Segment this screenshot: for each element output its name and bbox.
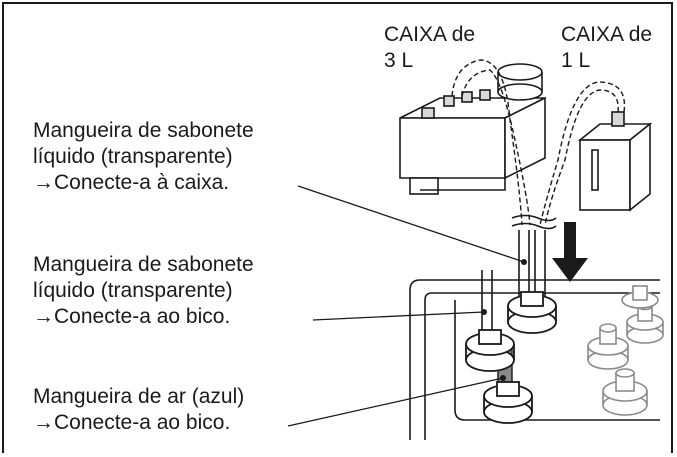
hose-break-marks [511,214,557,230]
down-arrow-icon [552,222,588,282]
box-1l-illustration [577,111,653,212]
spare-nozzles [587,285,664,416]
hoses-from-boxes [451,59,626,226]
box-3l-label-line2: 3 L [384,49,414,72]
box-1l-label: CAIXA de 1 L [561,22,652,74]
callout-soap-hose-to-nozzle: Mangueira de sabonete líquido (transpare… [33,252,254,330]
box-1l-label-line1: CAIXA de [561,23,653,46]
box-3l-illustration [399,63,546,195]
callout-soap-hose-to-box-line1: Mangueira de sabonete [33,119,254,142]
callout-air-hose-to-nozzle-line1: Mangueira de ar (azul) [33,385,245,408]
callout-soap-hose-to-box-line2: líquido (transparente) [33,145,233,168]
box-3l-label: CAIXA de 3 L [384,22,475,74]
box-3l-label-line1: CAIXA de [384,23,476,46]
callout-soap-hose-to-box-line3: →Conecte-a à caixa. [33,171,230,194]
box-1l-label-line2: 1 L [561,49,591,72]
callout-soap-hose-to-box: Mangueira de sabonete líquido (transpare… [33,118,254,196]
leader-dots [481,259,527,381]
callout-air-hose-to-nozzle-line2: →Conecte-a ao bico. [33,411,231,434]
base-unit [409,279,660,440]
callout-air-hose-to-nozzle: Mangueira de ar (azul) →Conecte-a ao bic… [33,384,244,436]
callout-soap-hose-to-nozzle-line1: Mangueira de sabonete [33,253,254,276]
callout-soap-hose-to-nozzle-line3: →Conecte-a ao bico. [33,305,231,328]
leader-lines [287,185,525,427]
callout-soap-hose-to-nozzle-line2: líquido (transparente) [33,279,233,302]
diagram-frame [2,2,673,453]
connection-nozzles [465,291,557,424]
hoses-to-nozzles [481,230,546,335]
